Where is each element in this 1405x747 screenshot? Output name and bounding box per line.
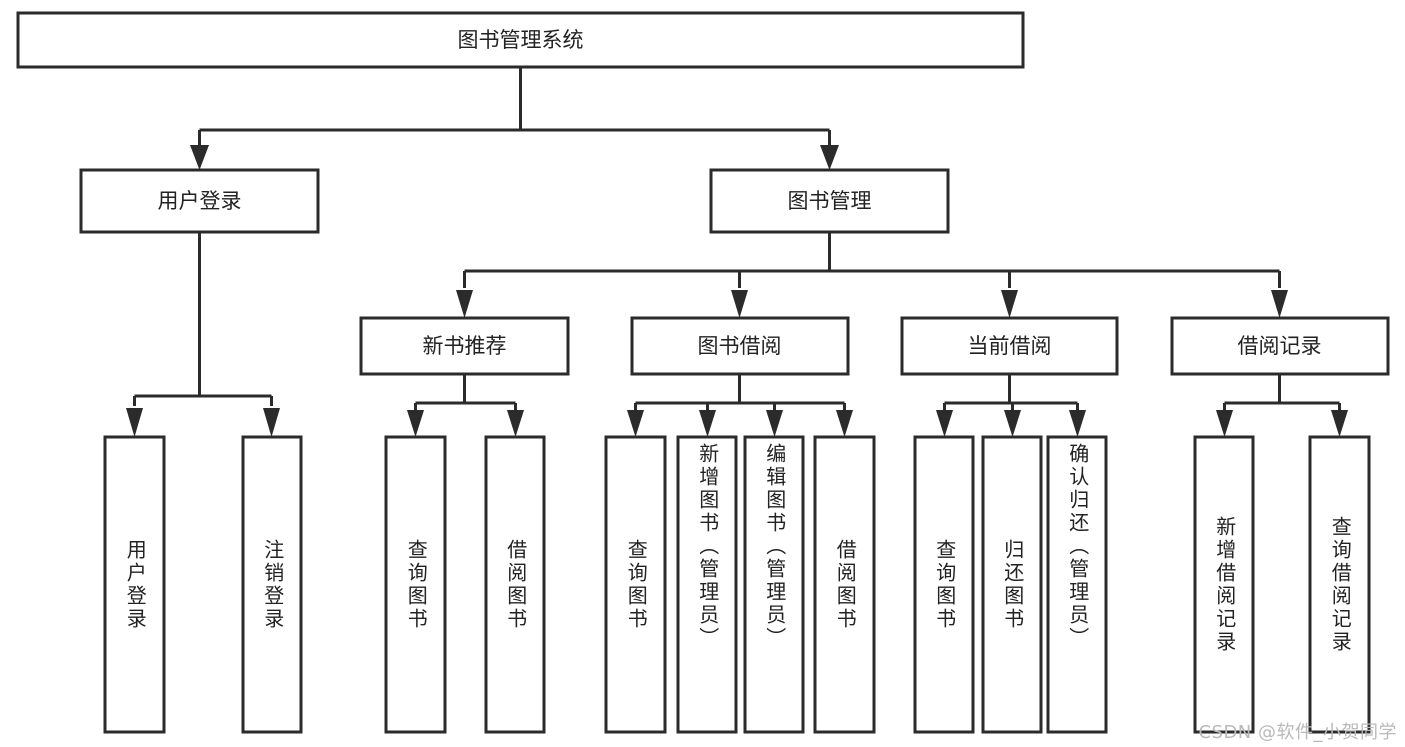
node-borrow-record-label: 借阅记录	[1238, 334, 1322, 358]
node-user-login-box[interactable]	[79, 168, 320, 234]
csdn-watermark: CSDN @软件_小贺同学	[1198, 722, 1397, 743]
node-book-management-label: 图书管理	[788, 189, 872, 213]
arrow-to-borrow-record	[1271, 290, 1288, 318]
node-new-book-recommend-box[interactable]	[359, 316, 570, 376]
node-root-box[interactable]	[16, 11, 1025, 69]
arrow-to-current-confirm	[1069, 410, 1086, 437]
arrow-to-current-return-book	[1004, 410, 1021, 437]
arrow-to-record-add	[1216, 410, 1233, 437]
node-current-borrow-box[interactable]	[900, 316, 1119, 376]
node-root-label: 图书管理系统	[458, 28, 584, 52]
leaf-box-rec-borrow-book[interactable]	[484, 435, 546, 734]
leaf-box-rec-query-book[interactable]	[384, 435, 447, 734]
node-book-management[interactable]: 图书管理	[709, 168, 950, 234]
node-book-borrow-label: 图书借阅	[698, 334, 782, 358]
arrow-to-borrow-add-book	[699, 410, 716, 437]
node-new-book-recommend-label: 新书推荐	[423, 334, 507, 358]
arrow-to-borrow-lend-book	[836, 410, 853, 437]
node-current-borrow-label: 当前借阅	[968, 334, 1052, 358]
arrow-to-leaf-user-logout	[263, 408, 280, 437]
arrow-to-book-borrow	[731, 290, 748, 318]
node-new-book-recommend[interactable]: 新书推荐	[359, 316, 570, 376]
leaf-box-current-query-book[interactable]	[913, 435, 975, 734]
arrow-to-leaf-user-login	[126, 408, 143, 437]
arrow-to-current-query-book	[936, 410, 953, 437]
arrow-to-user-login	[190, 145, 209, 170]
arrow-to-borrow-query-book	[627, 410, 644, 437]
arrow-to-current-borrow	[1001, 290, 1018, 318]
node-borrow-record[interactable]: 借阅记录	[1170, 316, 1390, 376]
leaf-box-user-logout[interactable]	[241, 435, 303, 734]
connector-layer	[126, 67, 1348, 437]
node-user-login-label: 用户登录	[158, 189, 242, 213]
arrow-to-record-query	[1331, 410, 1348, 437]
leaf-box-current-return-book[interactable]	[981, 435, 1043, 734]
leaf-box-borrow-lend-book[interactable]	[813, 435, 876, 734]
arrow-to-book-manage	[820, 145, 839, 170]
node-user-login[interactable]: 用户登录	[79, 168, 320, 234]
arrow-to-rec-query-book	[407, 410, 424, 437]
node-book-borrow[interactable]: 图书借阅	[630, 316, 850, 376]
leaf-box-layer	[103, 435, 1371, 734]
leaf-box-borrow-query-book[interactable]	[604, 435, 667, 734]
leaf-box-record-query[interactable]	[1308, 435, 1371, 734]
leaf-box-borrow-edit-book[interactable]	[743, 435, 805, 734]
arrow-to-new-book-rec	[456, 290, 473, 318]
node-current-borrow[interactable]: 当前借阅	[900, 316, 1119, 376]
node-book-management-box[interactable]	[709, 168, 950, 234]
arrow-to-borrow-edit-book	[766, 410, 783, 437]
arrow-to-rec-borrow-book	[507, 410, 524, 437]
node-borrow-record-box[interactable]	[1170, 316, 1390, 376]
node-book-borrow-box[interactable]	[630, 316, 850, 376]
node-root[interactable]: 图书管理系统	[16, 11, 1025, 69]
leaf-box-current-confirm[interactable]	[1046, 435, 1108, 734]
leaf-box-user-login[interactable]	[103, 435, 166, 734]
leaf-box-record-add[interactable]	[1193, 435, 1255, 734]
leaf-box-borrow-add-book[interactable]	[676, 435, 738, 734]
